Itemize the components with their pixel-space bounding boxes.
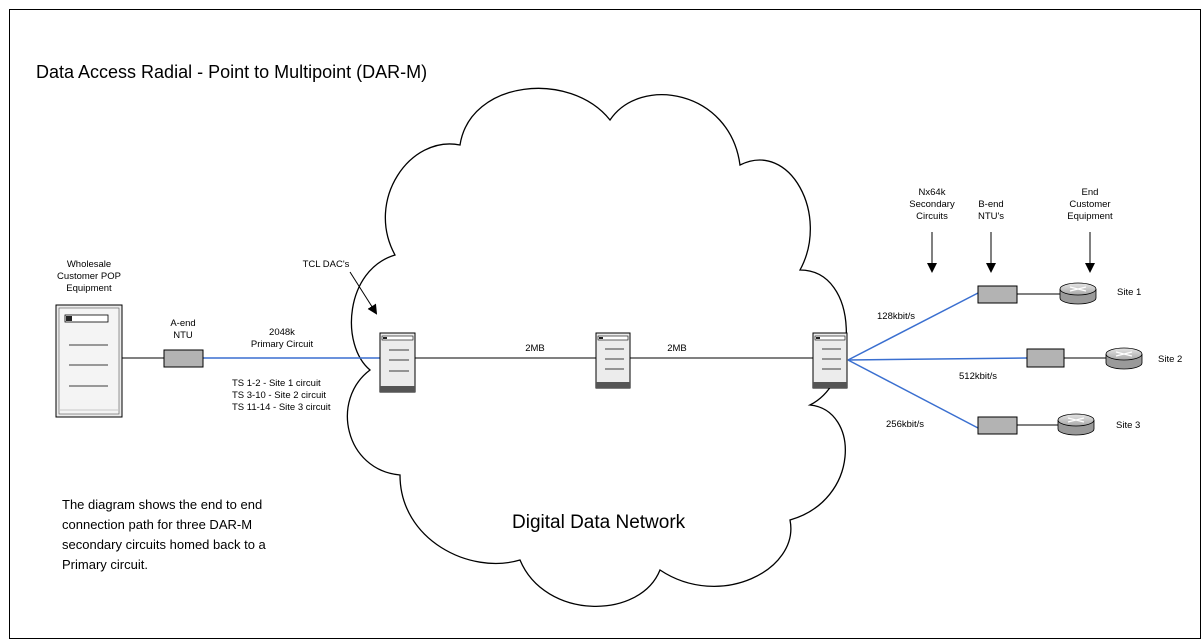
wholesale-label-line1: Wholesale bbox=[67, 259, 111, 270]
timeslot-label-1: TS 1-2 - Site 1 circuit bbox=[232, 378, 321, 389]
b-end-ntus-label-line1: B-end bbox=[978, 199, 1003, 210]
dac-device-1 bbox=[379, 332, 416, 393]
secondary-circuits-label-line2: Secondary bbox=[909, 199, 955, 210]
site1-b-end-ntu bbox=[977, 285, 1018, 304]
link-1-label: 2MB bbox=[525, 343, 545, 354]
site1-rate-label: 128kbit/s bbox=[877, 311, 915, 322]
cloud-label: Digital Data Network bbox=[512, 512, 686, 533]
site1-branch bbox=[847, 292, 979, 361]
secondary-circuits-label-line3: Circuits bbox=[916, 211, 948, 222]
secondary-circuits-label-line1: Nx64k bbox=[919, 187, 946, 198]
description-line-4: Primary circuit. bbox=[62, 557, 148, 572]
wholesale-label-line3: Equipment bbox=[66, 283, 112, 294]
site3-name-label: Site 3 bbox=[1116, 420, 1140, 431]
dac-device-3 bbox=[812, 332, 848, 389]
site3-b-end-ntu bbox=[977, 416, 1018, 435]
site1-router-icon bbox=[1059, 282, 1097, 305]
end-customer-label-line3: Equipment bbox=[1067, 211, 1113, 222]
site3-branch bbox=[847, 359, 979, 429]
site2-rate-label: 512kbit/s bbox=[959, 371, 997, 382]
site2-name-label: Site 2 bbox=[1158, 354, 1182, 365]
end-customer-label-line2: Customer bbox=[1069, 199, 1110, 210]
dac-device-2 bbox=[595, 332, 631, 389]
timeslot-label-2: TS 3-10 - Site 2 circuit bbox=[232, 390, 326, 401]
diagram-title: Data Access Radial - Point to Multipoint… bbox=[36, 62, 427, 82]
a-end-ntu bbox=[163, 349, 204, 368]
tcl-dacs-label: TCL DAC's bbox=[303, 259, 350, 270]
primary-circuit-label-line1: 2048k bbox=[269, 327, 295, 338]
primary-circuit-label-line2: Primary Circuit bbox=[251, 339, 314, 350]
tcl-dacs-arrow bbox=[349, 271, 378, 315]
site2-branch bbox=[847, 357, 1028, 361]
description-line-1: The diagram shows the end to end bbox=[62, 497, 262, 512]
b-end-ntus-label-line2: NTU's bbox=[978, 211, 1004, 222]
site2-b-end-ntu bbox=[1026, 348, 1065, 368]
site2-router-icon bbox=[1105, 347, 1143, 370]
site3-router-icon bbox=[1057, 413, 1095, 436]
description-line-3: secondary circuits homed back to a bbox=[62, 537, 267, 552]
site1-name-label: Site 1 bbox=[1117, 287, 1141, 298]
end-customer-label-line1: End bbox=[1082, 187, 1099, 198]
wholesale-pop-equipment bbox=[55, 304, 123, 418]
a-end-ntu-label-line2: NTU bbox=[173, 330, 193, 341]
wholesale-label-line2: Customer POP bbox=[57, 271, 121, 282]
link-2-label: 2MB bbox=[667, 343, 687, 354]
description-line-2: connection path for three DAR-M bbox=[62, 517, 252, 532]
a-end-ntu-label-line1: A-end bbox=[170, 318, 195, 329]
timeslot-label-3: TS 11-14 - Site 3 circuit bbox=[232, 402, 331, 413]
site3-rate-label: 256kbit/s bbox=[886, 419, 924, 430]
